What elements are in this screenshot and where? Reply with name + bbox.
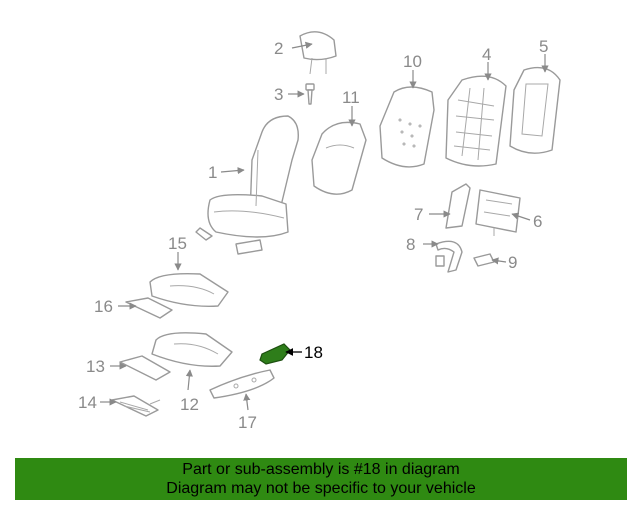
part-6-module: [475, 189, 521, 236]
callout-4: 4: [482, 45, 491, 64]
part-1-seat: [195, 115, 299, 255]
part-8-harness: [435, 240, 463, 273]
callout-16: 16: [94, 297, 113, 316]
part-10-back-pad: [379, 86, 435, 168]
part-15-cushion-cover: [149, 272, 229, 307]
callout-18: 18: [304, 343, 323, 362]
part-18-highlighted-bracket: [259, 343, 291, 365]
callout-17: 17: [238, 413, 257, 432]
part-14-heater: [111, 395, 161, 417]
callout-2: 2: [274, 39, 283, 58]
info-banner: Part or sub-assembly is #18 in diagram D…: [15, 458, 627, 500]
callout-12: 12: [180, 395, 199, 414]
callout-10: 10: [403, 52, 422, 71]
part-9-sensor: [473, 253, 495, 267]
callout-14: 14: [78, 393, 97, 412]
callout-15: 15: [168, 234, 187, 253]
callout-13: 13: [86, 357, 105, 376]
callout-5: 5: [539, 37, 548, 56]
part-13-pad: [119, 355, 171, 381]
part-3-guide: [305, 83, 315, 105]
banner-line-2: Diagram may not be specific to your vehi…: [166, 480, 476, 497]
callout-1: 1: [208, 163, 217, 182]
part-12-cushion-foam: [151, 332, 233, 367]
part-2-headrest: [299, 31, 337, 75]
callout-9: 9: [508, 253, 517, 272]
part-7-side-trim: [445, 183, 471, 229]
part-17-side-panel: [209, 369, 275, 399]
part-16-pad: [125, 297, 173, 319]
part-11-back-cover: [311, 121, 367, 195]
callout-7: 7: [414, 205, 423, 224]
part-4-back-frame: [445, 75, 507, 167]
callout-6: 6: [533, 212, 542, 231]
part-5-rear-panel: [509, 66, 561, 154]
banner-line-1: Part or sub-assembly is #18 in diagram: [182, 461, 460, 478]
callout-3: 3: [274, 85, 283, 104]
callout-8: 8: [406, 235, 415, 254]
callout-11: 11: [342, 88, 360, 107]
